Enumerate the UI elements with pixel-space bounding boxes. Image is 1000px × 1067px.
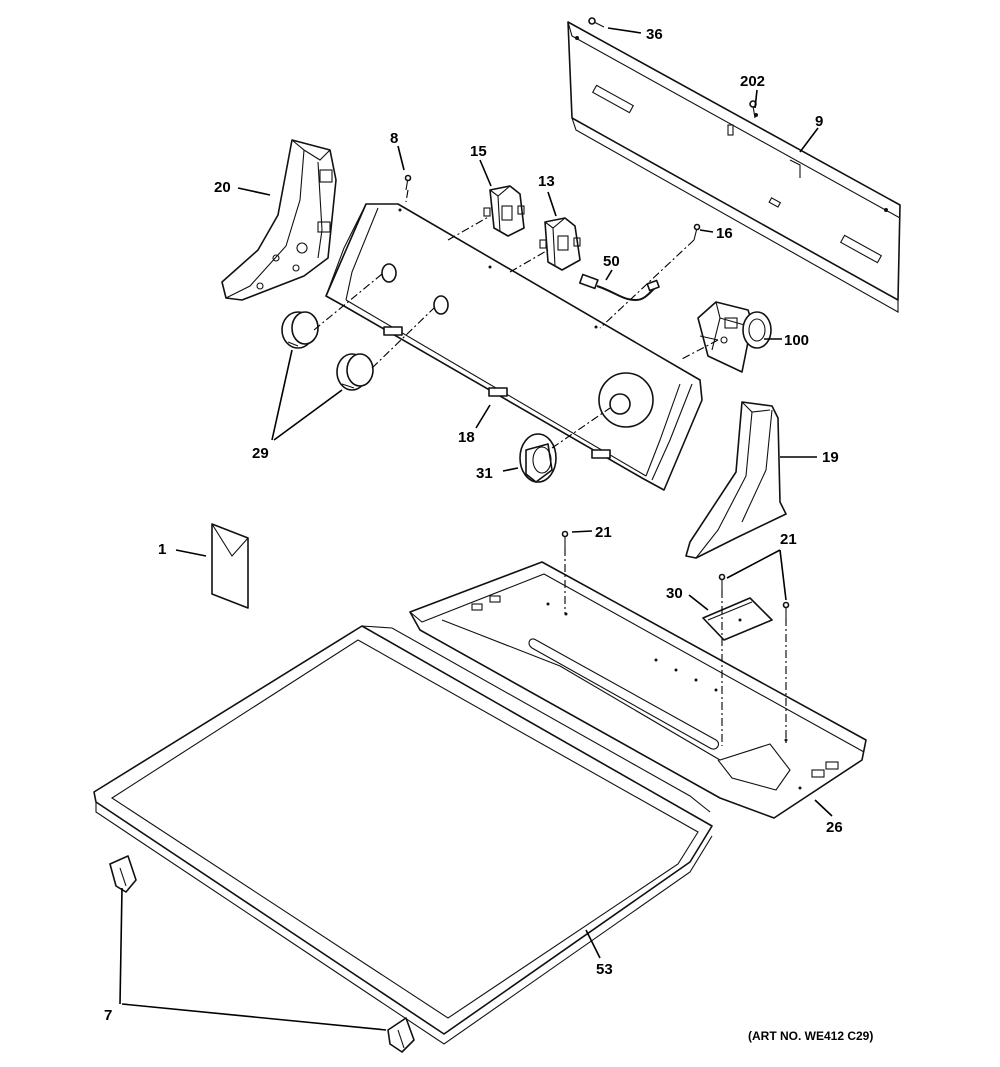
top-lid-part-53 [93, 625, 713, 1045]
right-endcap-part-19 [685, 401, 787, 559]
callout-9: 9 [815, 113, 823, 130]
leader-lines [119, 27, 833, 1031]
callout-36: 36 [646, 26, 663, 43]
knob-part-29-lower [336, 353, 374, 391]
screw-part-36 [588, 17, 605, 28]
callout-16: 16 [716, 225, 733, 242]
callout-202: 202 [740, 73, 765, 90]
top-cover-base-part-26 [409, 561, 867, 819]
callout-29: 29 [252, 445, 269, 462]
art-number: (ART NO. WE412 C29) [748, 1029, 873, 1043]
timer-part-100 [697, 301, 772, 373]
screw-part-21-a [561, 530, 569, 548]
callout-30: 30 [666, 585, 683, 602]
callout-26: 26 [826, 819, 843, 836]
callout-18: 18 [458, 429, 475, 446]
callout-31: 31 [476, 465, 493, 482]
screw-part-8 [404, 174, 412, 191]
control-console [325, 203, 703, 491]
callout-7: 7 [104, 1007, 112, 1024]
callout-53: 53 [596, 961, 613, 978]
callout-21-upper: 21 [595, 524, 612, 541]
switch-part-15 [483, 185, 525, 237]
callout-100: 100 [784, 332, 809, 349]
callout-20: 20 [214, 179, 231, 196]
callout-labels: 36 202 9 8 15 13 20 16 50 100 29 18 31 1… [104, 26, 873, 1043]
callout-8: 8 [390, 130, 398, 147]
screw-part-16 [693, 223, 701, 241]
callout-1: 1 [158, 541, 166, 558]
hinge-part-7-right [387, 1017, 415, 1053]
hinge-part-7-left [109, 855, 137, 893]
callout-13: 13 [538, 173, 555, 190]
bracket-part-30 [702, 597, 773, 641]
literature-part-1 [211, 523, 249, 609]
screw-part-21-c [782, 601, 790, 618]
callout-50: 50 [603, 253, 620, 270]
assembly-lines [313, 189, 787, 746]
screw-part-21-b [718, 573, 726, 590]
wire-harness-part-50 [578, 273, 660, 302]
callout-19: 19 [822, 449, 839, 466]
back-panel-part-9 [567, 21, 901, 313]
timer-knob-part-31 [519, 433, 557, 483]
callout-15: 15 [470, 143, 487, 160]
callout-21-right: 21 [780, 531, 797, 548]
left-endcap-part-20 [221, 139, 337, 301]
switch-part-13 [539, 217, 581, 271]
knob-part-29-upper [281, 311, 319, 349]
